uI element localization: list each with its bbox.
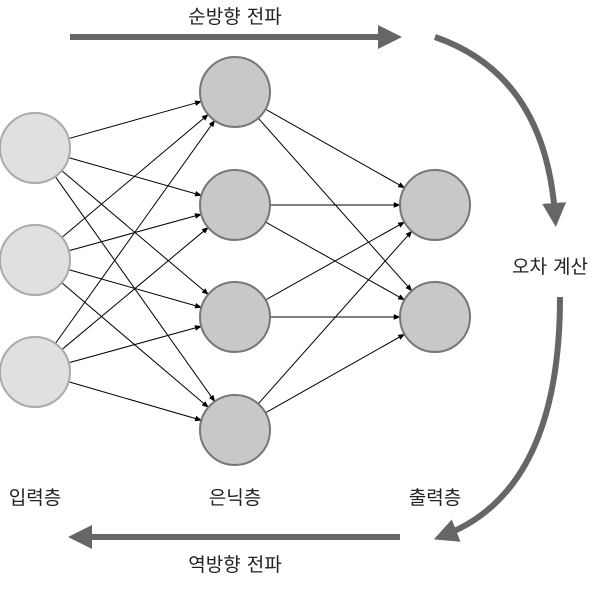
input-to-hidden-edge <box>61 226 209 350</box>
output-layer-label: 출력층 <box>408 487 462 509</box>
backward-propagation-label: 역방향 전파 <box>188 554 282 576</box>
output-node-2 <box>399 281 471 353</box>
error-calculation-label: 오차 계산 <box>512 256 588 278</box>
hidden-to-output-edge <box>265 108 406 189</box>
hidden-node-4 <box>199 394 271 466</box>
input-node-2 <box>0 224 71 296</box>
hidden-node-1 <box>199 56 271 128</box>
output-node-1 <box>399 169 471 241</box>
error-arrow-bottom <box>433 296 563 542</box>
hidden-layer-label: 은닉층 <box>208 487 262 509</box>
input-node-1 <box>0 112 71 184</box>
input-to-hidden-edge <box>68 100 202 140</box>
hidden-to-output-edge <box>257 230 413 405</box>
hidden-node-3 <box>199 281 271 353</box>
error-arrow-top <box>434 34 567 227</box>
input-to-hidden-edge <box>61 114 209 238</box>
forward-propagation-label: 순방향 전파 <box>188 6 282 28</box>
input-node-3 <box>0 336 71 408</box>
input-to-hidden-edge <box>68 381 203 422</box>
input-to-hidden-edge <box>68 325 202 364</box>
input-to-hidden-edge <box>54 119 216 344</box>
hidden-to-output-edge <box>265 221 406 301</box>
input-layer-label: 입력층 <box>8 487 62 509</box>
hidden-node-2 <box>199 169 271 241</box>
hidden-to-output-edge <box>265 333 406 414</box>
